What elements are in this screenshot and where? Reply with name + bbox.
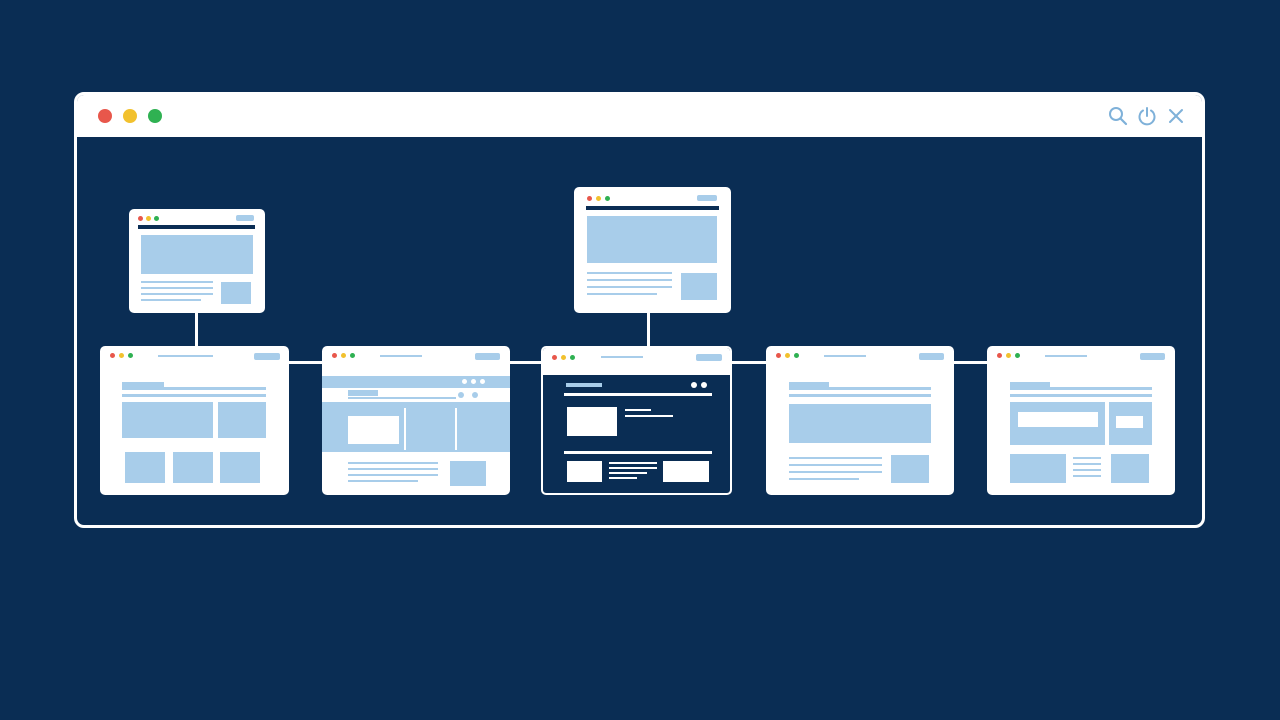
page-thumbnail-4[interactable]	[766, 346, 954, 495]
page-thumbnail-2[interactable]	[322, 346, 510, 495]
maximize-traffic-light[interactable]	[148, 109, 162, 123]
close-icon[interactable]	[1166, 106, 1186, 126]
page-thumbnail-1[interactable]	[100, 346, 289, 495]
search-icon[interactable]	[1108, 106, 1128, 126]
child-page-thumbnail[interactable]	[129, 209, 265, 313]
connector-line	[953, 361, 987, 364]
connector-line	[647, 312, 650, 348]
connector-line	[195, 312, 198, 348]
power-icon[interactable]	[1137, 106, 1157, 126]
minimize-traffic-light[interactable]	[123, 109, 137, 123]
connector-line	[731, 361, 766, 364]
child-page-thumbnail[interactable]	[574, 187, 731, 313]
close-traffic-light[interactable]	[98, 109, 112, 123]
page-thumbnail-5[interactable]	[987, 346, 1175, 495]
connector-line	[509, 361, 542, 364]
window-title-bar	[77, 95, 1202, 137]
connector-line	[288, 361, 322, 364]
page-thumbnail-3[interactable]	[541, 346, 732, 495]
